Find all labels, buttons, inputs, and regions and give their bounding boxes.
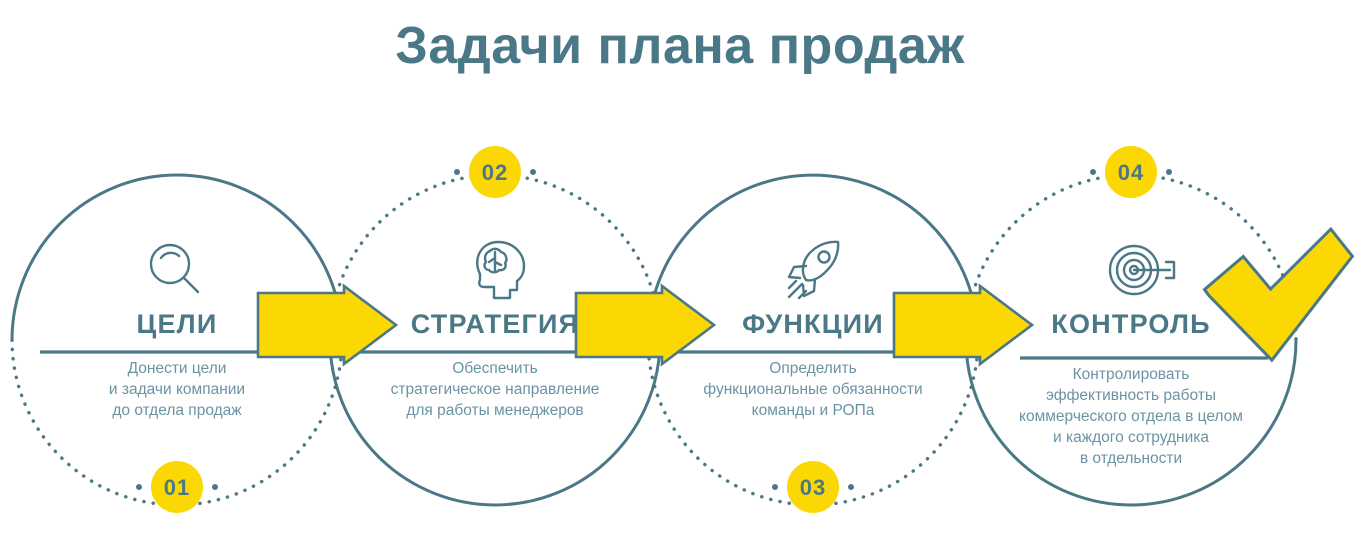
step-2-heading: СТРАТЕГИЯ xyxy=(411,309,580,339)
step-3-desc-line-2: функциональные обязанности xyxy=(703,381,922,398)
step-4-desc-line-3: коммерческого отдела в целом xyxy=(1019,408,1243,425)
step-3-group[interactable]: ФУНКЦИИ Определить функциональные обязан… xyxy=(646,173,980,513)
rocket-icon xyxy=(787,240,840,300)
step-2-desc-line-2: стратегическое направление xyxy=(391,381,600,398)
step-3-desc-line-3: команды и РОПа xyxy=(752,402,875,419)
step-1-desc-line-3: до отдела продаж xyxy=(112,402,242,419)
step-4-badge-label: 04 xyxy=(1118,160,1144,185)
step-4-badge[interactable]: 04 xyxy=(1090,146,1172,198)
head-brain-icon xyxy=(475,240,526,300)
step-2-badge[interactable]: 02 xyxy=(454,146,536,198)
step-1-desc-line-2: и задачи компании xyxy=(109,381,245,398)
step-3-badge-label: 03 xyxy=(800,475,826,500)
step-4-group[interactable]: КОНТРОЛЬ Контролировать эффективность ра… xyxy=(964,146,1298,507)
step-3-badge[interactable]: 03 xyxy=(772,461,854,513)
arrow-1-2 xyxy=(256,283,399,367)
step-4-desc-line-2: эффективность работы xyxy=(1046,387,1216,404)
step-4-arc-solid xyxy=(964,339,1298,507)
step-2-desc-line-1: Обеспечить xyxy=(452,360,538,377)
arrow-2-3 xyxy=(574,283,717,367)
step-4-desc-line-5: в отдельности xyxy=(1080,450,1182,467)
magnifier-icon xyxy=(149,243,200,294)
step-4-heading: КОНТРОЛЬ xyxy=(1051,309,1210,339)
step-2-badge-label: 02 xyxy=(482,160,508,185)
step-2-group[interactable]: СТРАТЕГИЯ Обеспечить стратегическое напр… xyxy=(328,146,662,507)
step-4-desc-line-4: и каждого сотрудника xyxy=(1053,429,1209,446)
step-2-desc-line-3: для работы менеджеров xyxy=(406,402,583,419)
page-title: Задачи плана продаж xyxy=(395,17,965,75)
step-1-badge[interactable]: 01 xyxy=(136,461,218,513)
step-1-arc-solid xyxy=(10,173,344,341)
target-arrow-icon xyxy=(1108,244,1176,296)
step-3-heading: ФУНКЦИИ xyxy=(742,309,884,339)
step-3-arc-solid xyxy=(646,173,980,341)
step-2-arc-solid xyxy=(328,339,662,507)
step-1-heading: ЦЕЛИ xyxy=(137,309,218,339)
step-1-badge-label: 01 xyxy=(164,475,190,500)
checkmark-badge xyxy=(1202,226,1355,363)
arrow-3-4 xyxy=(892,283,1035,367)
step-1-desc-line-1: Донести цели xyxy=(128,360,227,377)
step-4-desc-line-1: Контролировать xyxy=(1073,366,1190,383)
step-3-desc-line-1: Определить xyxy=(769,360,856,377)
